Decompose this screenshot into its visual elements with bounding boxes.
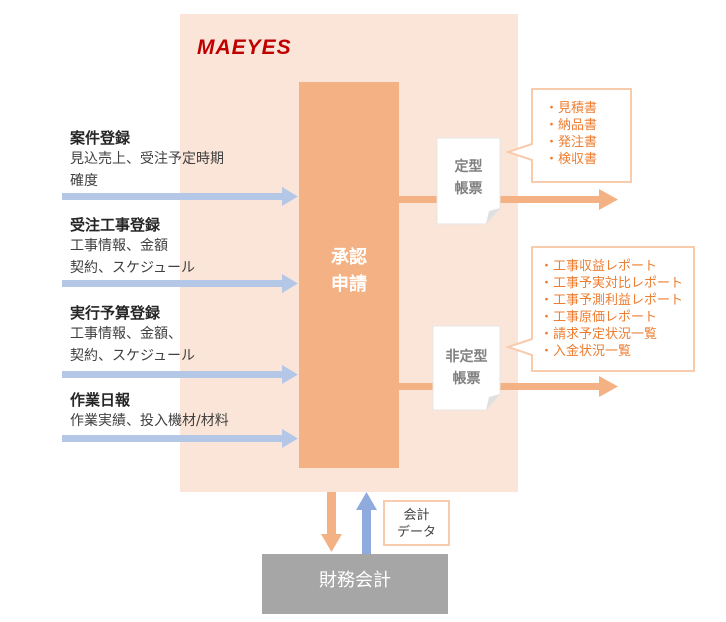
custom-forms-label: 非定型 帳票	[433, 346, 500, 390]
input-group-nippo: 作業日報 作業実績、投入機材/材料	[70, 389, 229, 432]
list-item: ・工事予実対比レポート	[540, 276, 684, 291]
input-arrow-4	[62, 429, 298, 448]
input-desc: 工事情報、金額	[70, 238, 168, 254]
input-desc: 作業実績、投入機材/材料	[70, 413, 229, 429]
approval-block	[299, 82, 399, 468]
list-item: ・納品書	[545, 118, 598, 133]
callout-custom-box	[504, 246, 695, 372]
fixed-forms-list: ・見積書 ・納品書 ・発注書 ・検収書	[545, 100, 597, 168]
list-item: ・発注書	[545, 135, 598, 150]
accounting-data-box: 会計 データ	[383, 500, 450, 546]
maeyes-logo: MAEYES	[197, 36, 292, 59]
input-desc: 工事情報、金額、	[70, 326, 182, 342]
callout-fixed-box	[504, 88, 632, 183]
output-arrow-fixed	[399, 189, 618, 210]
list-item: ・入金状況一覧	[540, 344, 632, 359]
fixed-forms-label: 定型 帳票	[437, 156, 500, 200]
approval-line1: 承認	[331, 247, 367, 268]
custom-forms-label1: 非定型	[445, 349, 488, 365]
output-arrow-custom	[399, 376, 618, 397]
input-desc: 契約、スケジュール	[70, 348, 196, 364]
fixed-forms-label1: 定型	[454, 159, 483, 175]
list-item: ・工事収益レポート	[540, 259, 658, 274]
down-arrow	[321, 492, 342, 552]
input-group-juchu: 受注工事登録 工事情報、金額 契約、スケジュール	[70, 214, 195, 279]
input-arrow-3	[62, 365, 298, 384]
custom-forms-label2: 帳票	[452, 371, 481, 387]
approval-label: 承認 申請	[299, 244, 399, 298]
financial-accounting-box: 財務会計	[262, 554, 448, 614]
fixed-forms-label2: 帳票	[454, 181, 483, 197]
doc-icon-custom	[432, 325, 501, 411]
list-item: ・見積書	[545, 101, 598, 116]
input-group-anken: 案件登録 見込売上、受注予定時期 確度	[70, 127, 224, 192]
list-item: ・検収書	[545, 152, 598, 167]
input-title: 案件登録	[70, 129, 131, 147]
list-item: ・工事予測利益レポート	[540, 293, 684, 308]
up-arrow	[356, 492, 377, 554]
custom-forms-list: ・工事収益レポート ・工事予実対比レポート ・工事予測利益レポート ・工事原価レ…	[540, 258, 683, 360]
input-title: 受注工事登録	[70, 216, 161, 234]
approval-line2: 申請	[331, 274, 367, 295]
list-item: ・請求予定状況一覧	[540, 327, 658, 342]
input-arrow-2	[62, 274, 298, 293]
doc-icon-fixed	[436, 137, 501, 225]
input-desc: 確度	[70, 173, 98, 189]
list-item: ・工事原価レポート	[540, 310, 658, 325]
accounting-data-line1: 会計	[403, 508, 430, 523]
input-desc: 契約、スケジュール	[70, 260, 196, 276]
input-title: 実行予算登録	[70, 304, 161, 322]
input-title: 作業日報	[70, 391, 131, 409]
input-desc: 見込売上、受注予定時期	[70, 151, 224, 167]
input-group-jikko: 実行予算登録 工事情報、金額、 契約、スケジュール	[70, 302, 195, 367]
accounting-data-line2: データ	[396, 525, 436, 540]
input-arrow-1	[62, 187, 298, 206]
